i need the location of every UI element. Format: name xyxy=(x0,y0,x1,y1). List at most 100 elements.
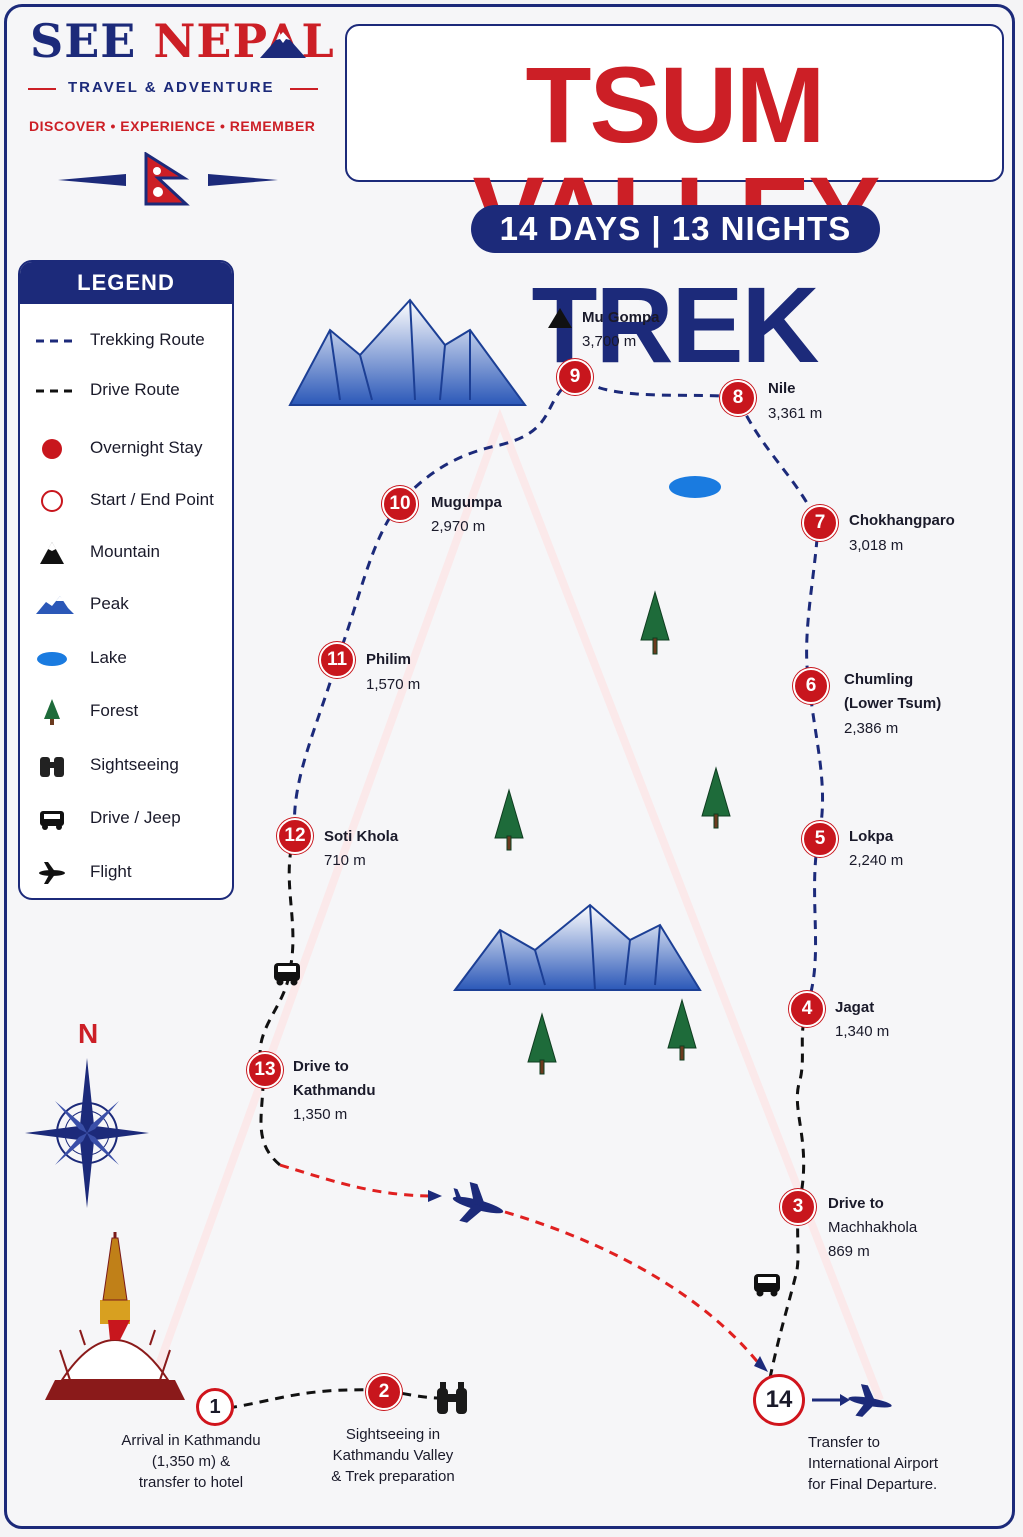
jeep-icon xyxy=(40,811,64,830)
stop-marker-day-1: 1 xyxy=(196,1388,234,1426)
tagline-rule xyxy=(28,88,318,90)
stop-altitude-day-6: 2,386 m xyxy=(844,720,899,737)
drive-route-line-icon xyxy=(36,389,78,393)
legend-item-jeep: Drive / Jeep xyxy=(20,804,232,834)
legend-label: Flight xyxy=(90,862,132,881)
stop-altitude-day-3: 869 m xyxy=(828,1243,870,1260)
overnight-stay-dot-icon xyxy=(42,439,62,459)
stop-altitude-day-10: 2,970 m xyxy=(431,518,486,535)
stop-marker-day-6: 6 xyxy=(793,668,829,704)
jeep-icon xyxy=(274,963,300,986)
peak-range-north xyxy=(288,298,527,406)
desc-line: Arrival in Kathmandu xyxy=(121,1432,261,1449)
drive-route-day1-2 xyxy=(227,1388,441,1410)
stop-altitude-day-5: 2,240 m xyxy=(849,852,904,869)
forest-icon xyxy=(667,998,697,1061)
legend-label: Mountain xyxy=(90,542,160,561)
legend-label: Sightseeing xyxy=(90,755,179,774)
legend-item-peak: Peak xyxy=(20,590,232,620)
desc-line: Kathmandu Valley xyxy=(332,1447,454,1464)
name-line: Drive to xyxy=(293,1058,349,1075)
legend-label: Drive / Jeep xyxy=(90,808,181,827)
lake-icon xyxy=(669,476,721,498)
desc-line: for Final Departure. xyxy=(808,1476,938,1493)
desc-line: Transfer to xyxy=(808,1434,880,1451)
legend-item-forest: Forest xyxy=(20,697,232,727)
logo-mountain-icon xyxy=(260,32,306,58)
brand-logo: SEE NEPAL xyxy=(30,14,335,68)
forest-icon xyxy=(494,788,524,851)
stop-name-day-3: Drive to Machhakhola xyxy=(828,1192,917,1240)
stop-description-day-14: Transfer to International Airport for Fi… xyxy=(808,1432,968,1495)
desc-line: & Trek preparation xyxy=(331,1468,455,1485)
legend-item-lake: Lake xyxy=(20,644,232,674)
stop-altitude-day-11: 1,570 m xyxy=(366,676,421,693)
airplane-icon xyxy=(452,1182,504,1223)
stop-altitude-day-13: 1,350 m xyxy=(293,1106,348,1123)
stop-altitude-day-8: 3,361 m xyxy=(768,405,823,422)
stop-altitude-day-12: 710 m xyxy=(324,852,366,869)
stop-marker-day-2: 2 xyxy=(366,1374,402,1410)
stop-marker-day-13: 13 xyxy=(247,1052,283,1088)
airplane-icon xyxy=(848,1384,892,1417)
stop-name-day-6: Chumling (Lower Tsum) xyxy=(844,668,941,716)
nepal-flag-icon xyxy=(58,152,278,206)
legend-label: Overnight Stay xyxy=(90,438,203,457)
stop-altitude-day-7: 3,018 m xyxy=(849,537,904,554)
stop-description-day-1: Arrival in Kathmandu (1,350 m) & transfe… xyxy=(108,1430,274,1493)
stop-name-day-11: Philim xyxy=(366,651,412,668)
desc-line: International Airport xyxy=(808,1455,939,1472)
binoculars-icon xyxy=(40,757,64,777)
stop-name-day-13: Drive to Kathmandu xyxy=(293,1055,376,1103)
mountain-icon xyxy=(40,542,64,564)
jeep-icon xyxy=(754,1274,780,1297)
legend-label: Forest xyxy=(90,701,139,720)
airplane-icon xyxy=(39,862,65,884)
stop-name-day-5: Lokpa xyxy=(849,828,894,845)
stop-marker-day-5: 5 xyxy=(802,821,838,857)
name-line: Kathmandu xyxy=(293,1082,376,1099)
legend-item-sightseeing: Sightseeing xyxy=(20,751,232,781)
legend-item-mountain: Mountain xyxy=(20,538,232,568)
stop-altitude-day-4: 1,340 m xyxy=(835,1023,890,1040)
stop-name-day-7: Chokhangparo xyxy=(849,512,955,529)
legend-item-trekking-route: Trekking Route xyxy=(20,326,232,356)
trekking-route-line-icon xyxy=(36,339,78,343)
stop-marker-day-3: 3 xyxy=(780,1189,816,1225)
start-end-ring-icon xyxy=(41,490,63,512)
forest-icon xyxy=(527,1012,557,1075)
desc-line: Sightseeing in xyxy=(345,1426,441,1443)
desc-line: (1,350 m) & xyxy=(151,1453,231,1470)
legend-item-flight: Flight xyxy=(20,858,232,888)
trekking-route-east xyxy=(574,376,824,1009)
stop-marker-day-8: 8 xyxy=(720,380,756,416)
brand-nepal: NEPAL xyxy=(153,14,335,68)
stop-marker-day-4: 4 xyxy=(789,991,825,1027)
landmark-mu-gompa: Mu Gompa xyxy=(582,309,660,326)
name-line: Drive to xyxy=(828,1195,884,1212)
legend-label: Start / End Point xyxy=(90,490,214,509)
flight-route xyxy=(279,1163,762,1366)
brand-motto: DISCOVER • EXPERIENCE • REMEMBER xyxy=(29,118,316,134)
forest-icon xyxy=(640,590,670,655)
legend-label: Drive Route xyxy=(90,380,180,399)
forest-icon xyxy=(44,699,60,725)
legend-label: Peak xyxy=(90,594,129,613)
legend-heading: LEGEND xyxy=(20,262,232,304)
stop-marker-day-10: 10 xyxy=(382,486,418,522)
binoculars-icon xyxy=(437,1382,467,1414)
legend-item-overnight-stay: Overnight Stay xyxy=(20,434,232,464)
landmark-mu-gompa-altitude: 3,700 m xyxy=(582,333,637,350)
stop-name-day-8: Nile xyxy=(768,380,796,397)
duration-badge: 14 DAYS | 13 NIGHTS xyxy=(471,205,880,253)
forest-icon xyxy=(701,766,731,829)
background-ridge xyxy=(146,408,884,1402)
peak-range-south xyxy=(453,903,702,991)
trekking-route-west xyxy=(292,376,576,834)
stop-name-day-12: Soti Khola xyxy=(324,828,399,845)
stop-marker-day-12: 12 xyxy=(277,818,313,854)
stop-marker-day-9: 9 xyxy=(557,359,593,395)
compass-north-label: N xyxy=(78,1018,99,1049)
stop-name-day-10: Mugumpa xyxy=(431,494,502,511)
